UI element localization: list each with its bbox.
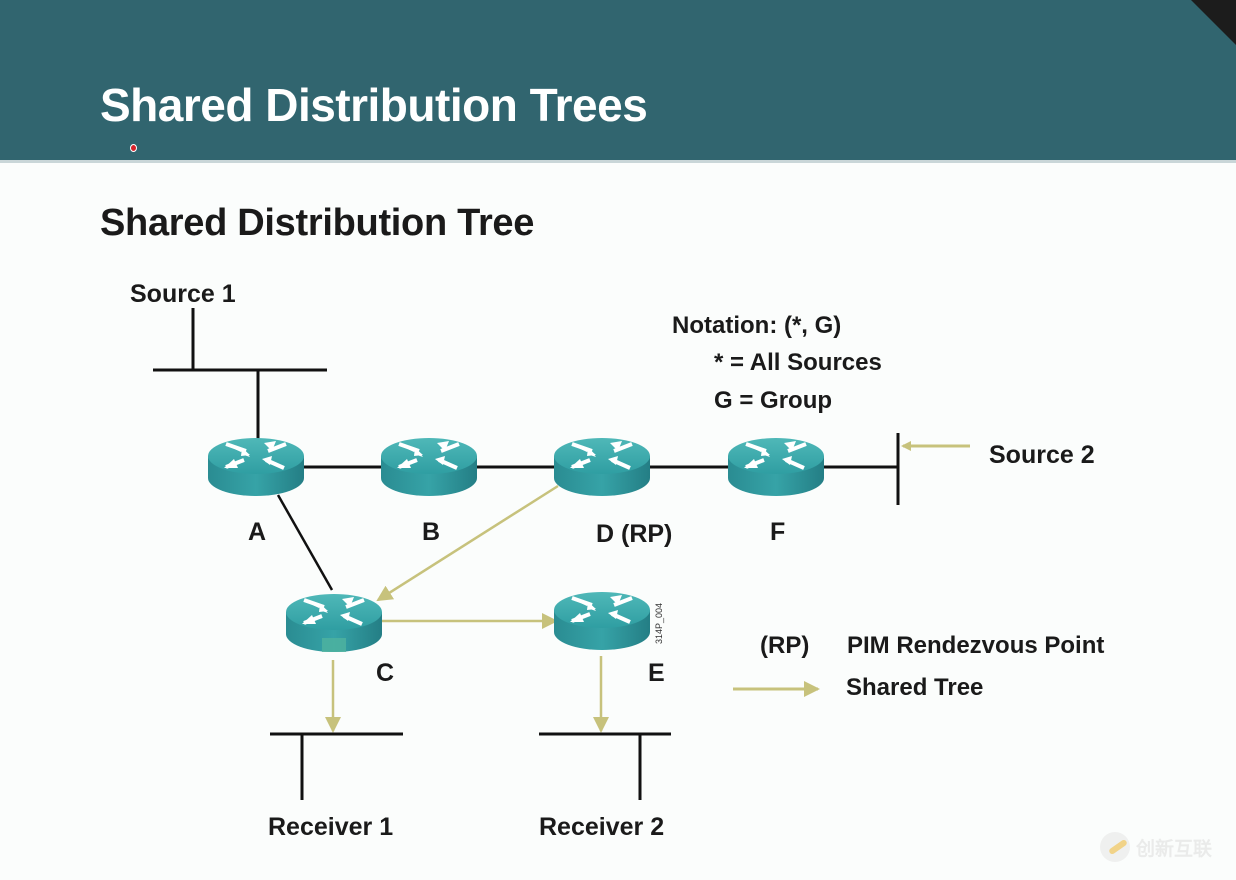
source1-label: Source 1 (130, 280, 236, 308)
notation-all-sources: * = All Sources (714, 349, 882, 376)
router-b-label: B (422, 518, 441, 546)
pointer-dot (130, 144, 137, 152)
figure-reference-code: 314P_004 (654, 602, 664, 644)
shared-tree-d-to-c (376, 484, 559, 602)
header-corner-decoration (1191, 0, 1236, 45)
slide-title: Shared Distribution Trees (100, 79, 648, 131)
router-c-label: C (376, 659, 395, 687)
router-c[interactable] (284, 592, 384, 654)
link-a-c (276, 494, 334, 591)
legend-rp-key: (RP) (760, 632, 810, 659)
notation-heading: Notation: (*, G) (672, 312, 842, 339)
source2-label: Source 2 (989, 441, 1095, 469)
legend-rp-description: PIM Rendezvous Point (847, 632, 1105, 659)
watermark: 创新互联 (1100, 832, 1212, 862)
slide-header: Shared Distribution Trees (0, 0, 1236, 160)
receiver1-label: Receiver 1 (268, 813, 394, 841)
receiver2-label: Receiver 2 (539, 813, 665, 841)
header-divider (0, 160, 1236, 163)
router-a[interactable] (206, 436, 306, 498)
legend-shared-tree-description: Shared Tree (846, 674, 984, 701)
router-e-label: E (648, 659, 665, 687)
router-d-rp[interactable] (552, 436, 652, 498)
notation-group: G = Group (714, 387, 833, 414)
router-f[interactable] (726, 436, 826, 498)
watermark-logo-icon (1100, 832, 1130, 862)
diagram-title: Shared Distribution Tree (100, 202, 535, 244)
router-d-label: D (RP) (596, 520, 673, 548)
watermark-text: 创新互联 (1136, 838, 1213, 860)
router-a-label: A (248, 518, 267, 546)
router-b[interactable] (379, 436, 479, 498)
router-e[interactable] (552, 590, 652, 652)
router-f-label: F (770, 518, 786, 546)
